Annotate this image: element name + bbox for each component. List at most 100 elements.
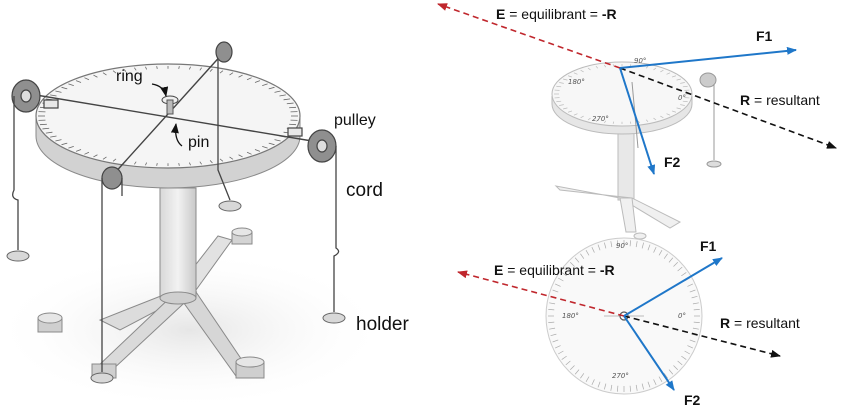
dial-tick: [668, 369, 674, 375]
dial-tick: [653, 246, 657, 253]
dial-tick: [658, 250, 663, 256]
dial-tick: [102, 156, 107, 160]
top-dial-0: 0°: [678, 94, 686, 102]
dial-tick: [565, 266, 571, 272]
force-table-apparatus: [0, 41, 390, 410]
dial-tick: [68, 83, 74, 86]
pulley-front: [101, 166, 123, 190]
dial-tick: [156, 66, 158, 69]
dial-tick: [554, 345, 561, 349]
dial-tick: [262, 83, 268, 86]
dial-tick: [188, 162, 191, 166]
dial-tick: [629, 385, 631, 392]
dial-tick: [587, 117, 591, 121]
dial-tick: [549, 302, 556, 305]
top-equilibrant-label: E = equilibrant = -R: [496, 6, 617, 22]
dial-tick: [597, 381, 601, 388]
top-resultant-label: R = resultant: [740, 92, 820, 108]
dial-tick: [647, 244, 651, 251]
dial-tick: [246, 77, 252, 81]
dial-tick: [268, 142, 275, 146]
dial-tick: [580, 373, 585, 379]
top-e-neg: -R: [601, 6, 617, 22]
dial-tick: [548, 309, 555, 311]
dial-tick: [93, 154, 98, 158]
dial-tick: [199, 161, 202, 165]
dial-tick: [693, 309, 700, 311]
bottom-f2-label: F2: [684, 392, 701, 408]
dial-tick: [680, 104, 685, 106]
dial-tick: [563, 107, 568, 110]
dial-tick: [209, 68, 213, 72]
dial-tick: [274, 90, 281, 93]
dial-tick: [671, 75, 677, 78]
dial-tick: [692, 302, 699, 305]
holders: [6, 200, 346, 384]
dial-tick: [668, 257, 674, 263]
dial-tick: [574, 257, 580, 263]
dial-tick: [567, 75, 573, 78]
dial-tick: [653, 117, 657, 121]
bottom-equilibrant-label: E = equilibrant = -R: [494, 262, 615, 278]
dial-tick: [254, 80, 261, 83]
dial-tick: [641, 242, 645, 249]
holder-left: [6, 250, 30, 262]
cord-line: [29, 93, 319, 143]
dial-tick: [570, 365, 575, 370]
dial-tick: [580, 69, 584, 73]
bottom-resultant-vector: [623, 315, 781, 358]
ring-label: ring: [116, 68, 143, 85]
dial-tick: [585, 376, 590, 382]
dial-tick: [580, 115, 584, 119]
dial-tick: [580, 253, 585, 259]
bottom-dial-270: 270°: [612, 372, 629, 380]
dial-tick: [219, 158, 224, 162]
dial-tick: [156, 163, 158, 166]
top-f2-vector: [619, 67, 656, 175]
dial-tick: [134, 67, 137, 71]
holder-back: [218, 200, 242, 212]
dial-tick: [178, 66, 180, 69]
dial-tick: [660, 69, 664, 73]
bottom-e-text: = equilibrant =: [503, 262, 600, 278]
dial-tick: [658, 376, 663, 382]
dial-tick: [629, 121, 632, 124]
dial-tick: [286, 102, 294, 105]
dial-tick: [673, 365, 678, 370]
dial-tick: [93, 74, 98, 78]
top-f2-label: F2: [664, 154, 681, 170]
dial-tick: [677, 360, 683, 366]
top-dial-270: 270°: [592, 115, 609, 123]
top-resultant-vector: [619, 67, 837, 149]
top-pulley: [699, 72, 717, 88]
top-equilibrant-vector: [437, 3, 621, 69]
top-r-text: = resultant: [750, 92, 820, 108]
dial-tick: [591, 379, 595, 386]
bottom-f1-vector: [623, 257, 723, 317]
top-f1-vector: [619, 46, 797, 69]
dial-tick: [84, 77, 90, 81]
bottom-equilibrant-vector: [457, 270, 625, 317]
dial-tick: [558, 350, 564, 355]
dial-tick: [274, 139, 281, 142]
top-stand: [554, 129, 682, 240]
bottom-dial-0: 0°: [678, 312, 686, 320]
dial-tick: [676, 78, 681, 81]
dial-tick: [574, 369, 580, 375]
dial-tick: [229, 156, 234, 160]
dial-tick: [554, 283, 561, 287]
dial-tick: [691, 295, 698, 299]
top-dial-ticks: [554, 64, 690, 124]
dial-tick: [559, 104, 564, 106]
dial-tick: [50, 94, 57, 97]
dial-tick: [591, 246, 595, 253]
top-r-symbol: R: [740, 92, 751, 108]
dial-tick: [178, 163, 180, 166]
dial-tick: [604, 64, 606, 68]
dial-tick: [238, 154, 243, 158]
table-top: [29, 51, 319, 189]
bottom-f1-label: F1: [700, 238, 717, 254]
pin-pointer: [170, 123, 183, 147]
dial-tick: [550, 333, 557, 337]
dial-tick: [653, 67, 657, 71]
